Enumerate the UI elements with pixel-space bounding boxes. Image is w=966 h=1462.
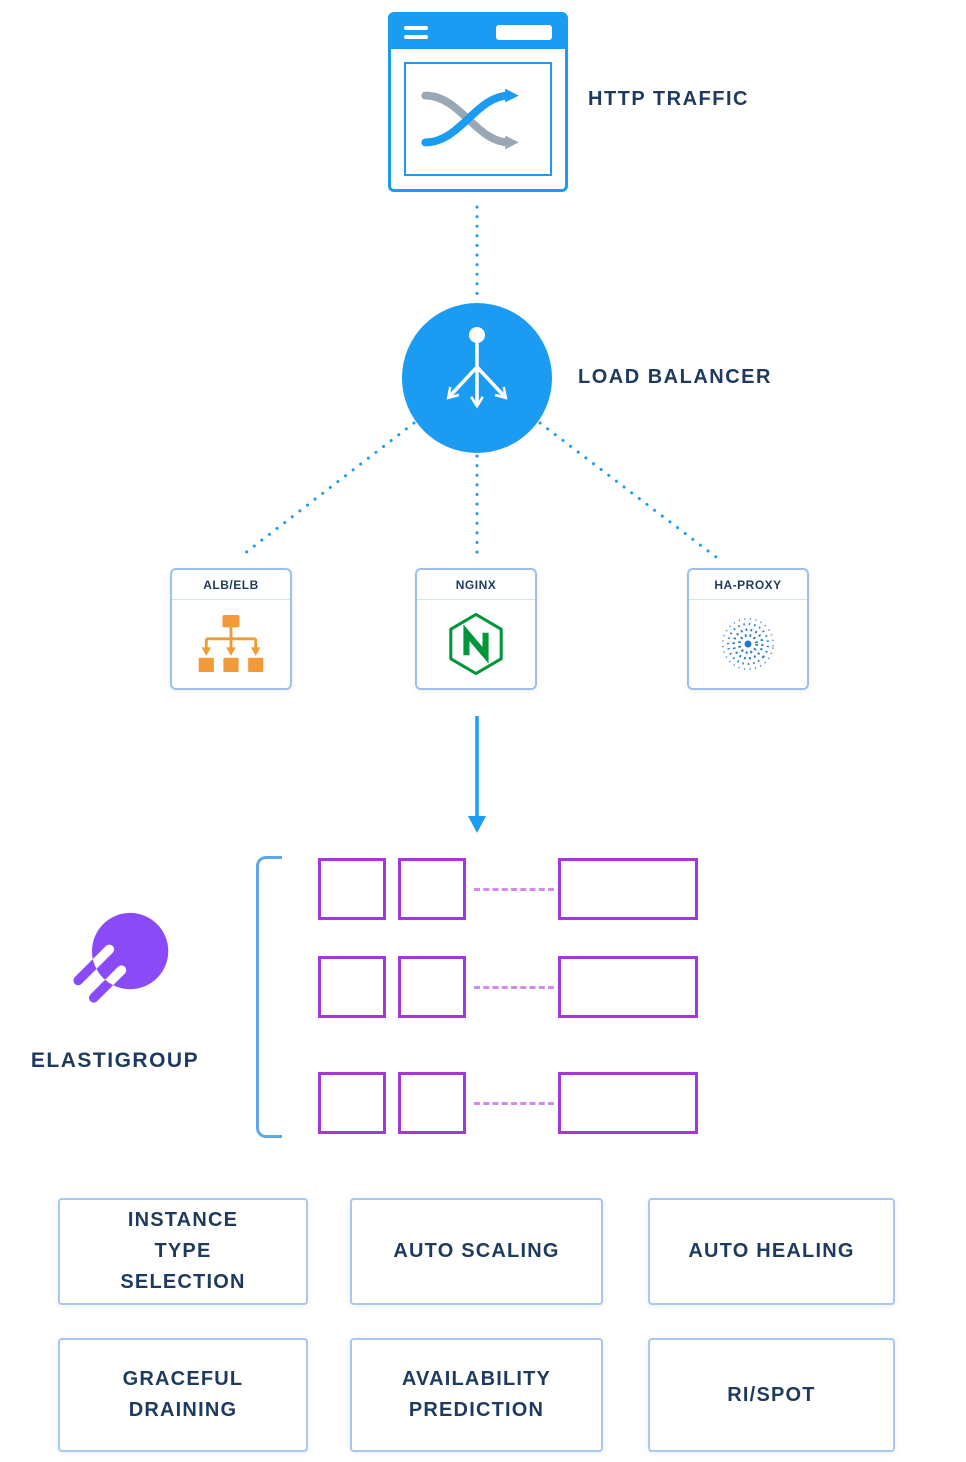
balancer-box-alb-elb: ALB/ELB [170, 568, 292, 690]
dashed-connector [474, 888, 554, 891]
instance-box [318, 956, 386, 1018]
dotted-line-lb-to-alb [238, 421, 416, 559]
dotted-line-lb-to-haproxy [538, 421, 718, 559]
elastigroup-label: ELASTIGROUP [30, 1049, 200, 1072]
feature-box-ri-spot: RI/SPOT [648, 1338, 895, 1452]
elastigroup-comet-icon [73, 912, 169, 1003]
balancer-icon-area [172, 600, 290, 688]
dashed-connector [474, 986, 554, 989]
nginx-hexagon-n-icon [449, 612, 503, 676]
feature-label: AUTO HEALING [688, 1240, 855, 1262]
instance-box [318, 1072, 386, 1134]
load-balancer-label: LOAD BALANCER [578, 366, 772, 388]
load-balancer-icon [402, 303, 552, 453]
balancer-icon-area [417, 600, 535, 688]
instance-box [398, 1072, 466, 1134]
haproxy-dotted-sphere-icon [721, 617, 775, 671]
http-traffic-icon [388, 12, 568, 192]
feature-box-availability-prediction: AVAILABILITY PREDICTION [350, 1338, 603, 1452]
alb-elb-tree-icon [198, 614, 264, 672]
balancer-label: ALB/ELB [172, 570, 290, 600]
dashed-connector [474, 1102, 554, 1105]
elastigroup-logo [66, 906, 170, 1015]
instance-group-box [558, 1072, 698, 1134]
feature-label: AVAILABILITY PREDICTION [401, 1368, 552, 1421]
feature-label: AUTO SCALING [393, 1240, 560, 1262]
instance-box [398, 956, 466, 1018]
browser-titlebar [391, 15, 565, 49]
feature-label: RI/SPOT [727, 1383, 816, 1406]
feature-label: INSTANCE TYPE SELECTION [120, 1209, 246, 1293]
menu-lines-icon [404, 25, 428, 39]
arrowhead-icon [468, 816, 486, 833]
blue-curve-arrow [421, 88, 519, 147]
balancer-label: HA-PROXY [689, 570, 807, 600]
browser-viewport [391, 49, 565, 189]
elastigroup-bracket [256, 856, 282, 1138]
feature-label: GRACEFUL DRAINING [122, 1368, 244, 1421]
feature-box-auto-healing: AUTO HEALING [648, 1198, 895, 1305]
instance-box [398, 858, 466, 920]
balancer-label: NGINX [417, 570, 535, 600]
feature-box-instance-type-selection: INSTANCE TYPE SELECTION [58, 1198, 308, 1305]
address-bar [496, 24, 552, 40]
browser-content-frame [404, 62, 552, 176]
instance-group-box [558, 858, 698, 920]
instance-box [318, 858, 386, 920]
feature-box-auto-scaling: AUTO SCALING [350, 1198, 603, 1305]
balancer-box-haproxy: HA-PROXY [687, 568, 809, 690]
http-traffic-label: HTTP TRAFFIC [588, 88, 749, 110]
shuffle-arrows-icon [421, 88, 519, 150]
balancer-icon-area [689, 600, 807, 688]
branching-arrows-icon [402, 327, 552, 453]
instance-group-box [558, 956, 698, 1018]
feature-box-graceful-draining: GRACEFUL DRAINING [58, 1338, 308, 1452]
balancer-box-nginx: NGINX [415, 568, 537, 690]
